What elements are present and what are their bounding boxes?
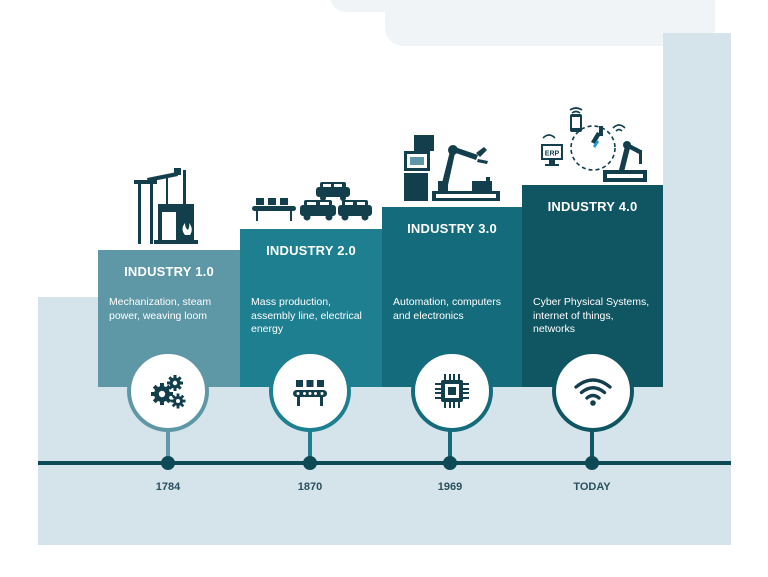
timeline-dot-3	[443, 456, 457, 470]
stage-title: INDUSTRY 3.0	[407, 221, 497, 236]
iot-network-icon: ERP	[541, 107, 647, 182]
stage-title: INDUSTRY 2.0	[266, 243, 356, 258]
stem-3	[448, 425, 452, 461]
conveyor-belt-icon	[293, 380, 327, 406]
timeline-line	[38, 461, 731, 465]
stage-1-badge	[127, 350, 209, 432]
automation-robot-icon	[404, 135, 500, 201]
year-label: TODAY	[573, 481, 611, 493]
stage-2-badge	[269, 350, 351, 432]
timeline-dot-2	[303, 456, 317, 470]
stage-description: Mechanization, steam power, weaving loom	[109, 296, 212, 322]
stem-2	[308, 425, 312, 461]
year-label: 1969	[437, 481, 463, 493]
year-label: 1784	[155, 481, 181, 493]
stage-3-badge	[411, 350, 493, 432]
stage-description: Cyber Physical Systems, internet of thin…	[533, 296, 650, 335]
microchip-icon	[435, 374, 469, 408]
year-label: 1870	[297, 481, 323, 493]
timeline-dot-1	[161, 456, 175, 470]
stem-1	[166, 425, 170, 461]
stage-title: INDUSTRY 1.0	[124, 264, 214, 279]
erp-label: ERP	[545, 151, 560, 158]
stage-description: Mass production, assembly line, electric…	[251, 296, 362, 335]
stage-4-badge	[552, 350, 634, 432]
steam-engine-icon	[134, 168, 198, 244]
stem-4	[590, 425, 594, 461]
assembly-line-cars-icon	[252, 182, 372, 221]
gears-icon	[151, 375, 186, 409]
timeline-dot-4	[585, 456, 599, 470]
stage-description: Automation, computers and electronics	[393, 296, 501, 322]
stage-title: INDUSTRY 4.0	[547, 199, 638, 214]
wifi-icon	[574, 378, 612, 406]
cloud-right	[385, 0, 715, 46]
